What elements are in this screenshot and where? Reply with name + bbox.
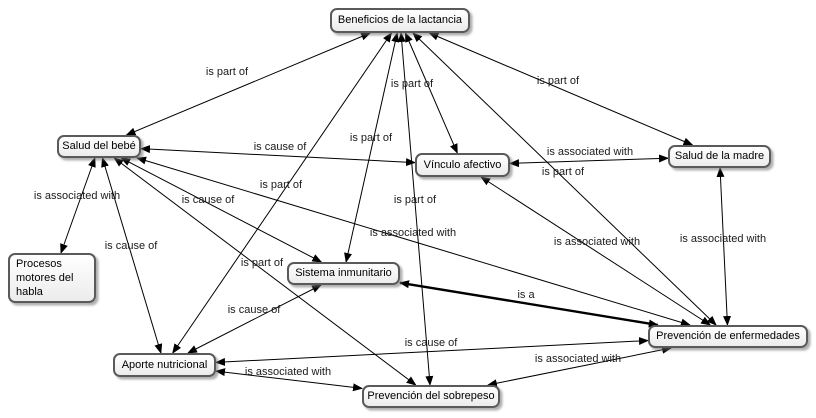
node-prev_enf[interactable]: Prevención de enfermedades — [648, 325, 808, 348]
edge-sobrepeso-beneficios — [397, 32, 434, 386]
node-sistema[interactable]: Sistema inmunitario — [287, 262, 400, 285]
edge-prev_enf-beneficios — [412, 32, 717, 326]
edge-aporte-prev_enf — [215, 337, 649, 366]
node-procesos[interactable]: Procesos motores del habla — [8, 253, 96, 303]
edge-aporte-sistema — [187, 284, 322, 354]
node-label: Vínculo afectivo — [423, 158, 502, 171]
node-label: Beneficios de la lactancia — [337, 14, 463, 26]
node-salud_bebe[interactable]: Salud del bebé — [57, 135, 141, 158]
node-salud_madre[interactable]: Salud de la madre — [668, 145, 771, 168]
node-label: Sistema inmunitario — [295, 267, 392, 279]
edge-vinculo-salud_madre — [509, 154, 669, 168]
edge-sistema-prev_enf — [399, 280, 659, 328]
node-aporte[interactable]: Aporte nutricional — [113, 353, 216, 377]
edge-salud_bebe-sistema — [120, 157, 323, 263]
edge-salud_bebe-vinculo — [140, 145, 416, 167]
node-beneficios[interactable]: Beneficios de la lactancia — [330, 8, 470, 33]
node-sobrepeso[interactable]: Prevención del sobrepeso — [362, 385, 500, 408]
edge-salud_bebe-procesos — [60, 157, 96, 254]
edge-sistema-beneficios — [344, 32, 400, 263]
edge-salud_bebe-aporte — [101, 157, 163, 354]
edge-sobrepeso-prev_enf — [486, 345, 673, 388]
node-label: Prevención del sobrepeso — [367, 390, 495, 402]
edge-salud_bebe-beneficios — [125, 32, 372, 136]
edge-aporte-sobrepeso — [215, 368, 363, 392]
node-label: Salud del bebé — [62, 140, 136, 152]
node-label: Prevención de enfermedades — [656, 330, 800, 342]
edge-vinculo-prev_enf — [480, 176, 712, 326]
node-vinculo[interactable]: Vínculo afectivo — [415, 153, 510, 177]
node-label: Procesos motores del habla — [16, 258, 74, 298]
node-label: Salud de la madre — [674, 150, 765, 162]
node-label: Aporte nutricional — [121, 358, 208, 371]
edge-salud_madre-prev_enf — [716, 167, 732, 326]
edge-salud_madre-beneficios — [428, 32, 694, 146]
